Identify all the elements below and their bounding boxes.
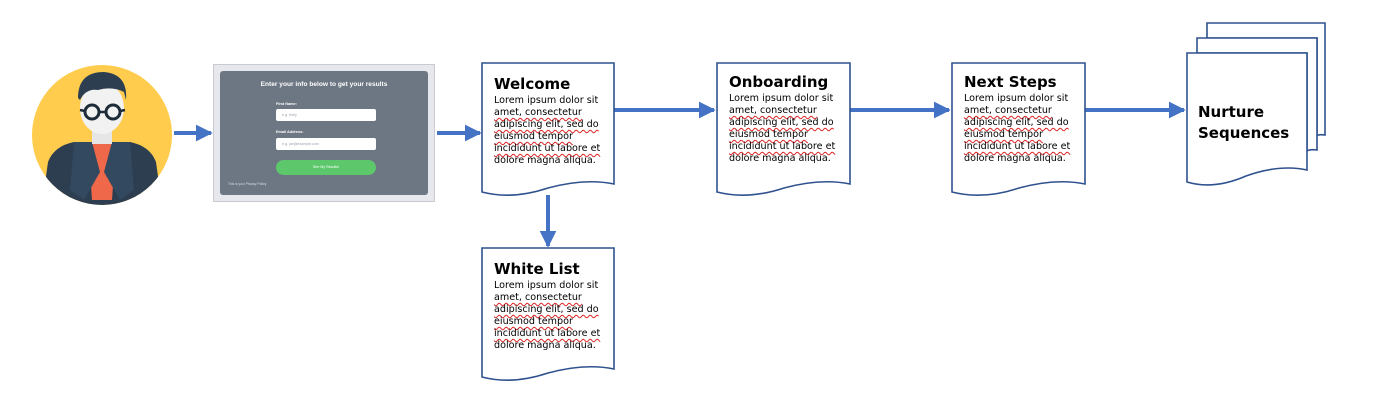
white-list-title: White List: [494, 260, 580, 278]
white-list-body: Lorem ipsum dolor sit amet, consectetur …: [494, 280, 600, 352]
body-line: Lorem ipsum dolor sit: [729, 93, 834, 104]
body-line: Lorem ipsum dolor sit: [494, 280, 599, 291]
body-line: amet, consectetur: [494, 107, 582, 118]
body-line: dolore magna aliqua.: [494, 340, 596, 351]
form-heading: Enter your info below to get your result…: [260, 81, 388, 88]
body-line: dolore magna aliqua.: [729, 153, 831, 164]
body-line: incididunt ut labore et: [729, 141, 836, 152]
nurture-sequences-label: Nurture Sequences: [1198, 102, 1289, 144]
nurture-line-1: Nurture: [1198, 103, 1265, 121]
first-name-label: First Name:: [276, 102, 297, 106]
welcome-document-shape: [481, 62, 615, 196]
white-list-document: White List Lorem ipsum dolor sit amet, c…: [494, 260, 600, 352]
form-panel: Enter your info below to get your result…: [220, 71, 428, 195]
body-line: dolore magna aliqua.: [964, 153, 1066, 164]
body-line: incididunt ut labore et: [964, 141, 1071, 152]
body-line: amet, consectetur: [729, 105, 817, 116]
body-line: amet, consectetur: [964, 105, 1052, 116]
privacy-policy-link[interactable]: This is your Privacy Policy: [228, 182, 267, 186]
email-input[interactable]: e.g. joe@example.com: [276, 138, 376, 150]
body-line: Lorem ipsum dolor sit: [964, 93, 1069, 104]
lead-capture-form: Enter your info below to get your result…: [213, 64, 435, 202]
body-line: Lorem ipsum dolor sit: [494, 95, 599, 106]
user-avatar-icon: [32, 65, 172, 205]
welcome-title: Welcome: [494, 75, 571, 93]
welcome-body: Lorem ipsum dolor sit amet, consectetur …: [494, 95, 600, 167]
onboarding-title: Onboarding: [729, 73, 829, 91]
nurture-multi-document-shape: [1186, 22, 1326, 186]
body-line: eiusmod tempor: [729, 129, 808, 140]
body-line: adipiscing elit, sed do: [729, 117, 834, 128]
body-line: incididunt ut labore et: [494, 143, 601, 154]
welcome-document: Welcome Lorem ipsum dolor sit amet, cons…: [494, 75, 600, 167]
next-steps-document-shape: [951, 62, 1086, 196]
body-line: adipiscing elit, sed do: [964, 117, 1069, 128]
onboarding-document-shape: [716, 62, 851, 196]
body-line: amet, consectetur: [494, 292, 582, 303]
nurture-line-2: Sequences: [1198, 124, 1290, 142]
next-steps-document: Next Steps Lorem ipsum dolor sit amet, c…: [964, 73, 1070, 165]
body-line: dolore magna aliqua.: [494, 155, 596, 166]
body-line: eiusmod tempor: [964, 129, 1043, 140]
first-name-input[interactable]: e.g. Kelly: [276, 109, 376, 121]
next-steps-body: Lorem ipsum dolor sit amet, consectetur …: [964, 93, 1070, 165]
white-list-document-shape: [481, 247, 615, 381]
body-line: incididunt ut labore et: [494, 328, 601, 339]
body-line: adipiscing elit, sed do: [494, 119, 599, 130]
body-line: eiusmod tempor: [494, 316, 573, 327]
next-steps-title: Next Steps: [964, 73, 1057, 91]
onboarding-body: Lorem ipsum dolor sit amet, consectetur …: [729, 93, 835, 165]
body-line: adipiscing elit, sed do: [494, 304, 599, 315]
body-line: eiusmod tempor: [494, 131, 573, 142]
email-label: Email Address:: [276, 130, 304, 134]
onboarding-document: Onboarding Lorem ipsum dolor sit amet, c…: [729, 73, 835, 165]
see-results-button[interactable]: See My Results!: [276, 160, 376, 175]
